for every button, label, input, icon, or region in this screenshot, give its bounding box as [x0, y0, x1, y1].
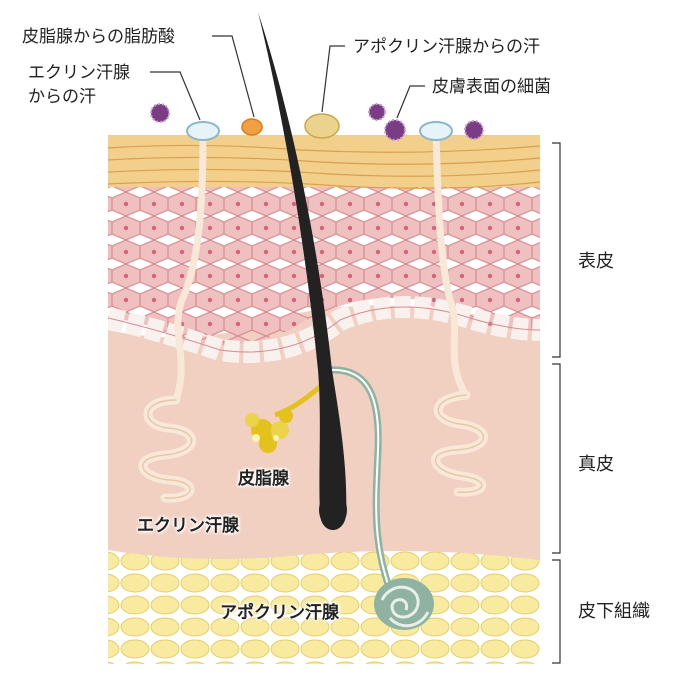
- apocrine-gland-label: アポクリン汗腺: [220, 603, 339, 623]
- apocrine-duct-inner: [329, 368, 391, 591]
- sebaceous-gland-label: 皮脂腺: [238, 469, 289, 489]
- layer-brackets: [552, 142, 561, 664]
- sebaceous-gland: [245, 383, 324, 453]
- eccrine-duct-left: [172, 135, 207, 404]
- subcutis-label: 皮下組織: [578, 601, 650, 622]
- hair-shaft: [258, 12, 347, 530]
- sebum-fatty-acid-label: 皮脂腺からの脂肪酸: [22, 27, 175, 47]
- apocrine-sweat-drop: [304, 113, 340, 139]
- dermis-label: 真皮: [578, 454, 614, 475]
- eccrine-sweat-label-line1: エクリン汗腺: [28, 63, 130, 83]
- bacteria-group: [150, 103, 484, 141]
- eccrine-coil-right: [431, 390, 488, 497]
- subcutis-layer: [108, 540, 540, 664]
- epidermis-label: 表皮: [578, 251, 614, 272]
- eccrine-coil-left: [138, 395, 197, 503]
- epidermis-layer: [108, 185, 540, 345]
- eccrine-gland-label: エクリン汗腺: [137, 516, 239, 536]
- eccrine-sweat-drop-left: [186, 121, 220, 141]
- apocrine-sweat-label: アポクリン汗腺からの汗: [353, 37, 540, 57]
- surface-scales: [108, 144, 540, 189]
- surface-layer: [108, 135, 540, 187]
- bacterium: [384, 119, 406, 141]
- bacterium: [150, 103, 170, 123]
- bacterium: [368, 103, 386, 121]
- fatty-acid-drop: [241, 118, 263, 136]
- eccrine-sweat-drop-right: [419, 121, 453, 141]
- bacterium: [464, 120, 484, 140]
- eccrine-duct-right: [432, 135, 470, 399]
- basal-cell-outline: [108, 306, 540, 353]
- leader-lines: [150, 35, 425, 121]
- eccrine-sweat-label-line2: からの汗: [28, 87, 96, 107]
- skin-bacteria-label: 皮膚表面の細菌: [432, 77, 551, 97]
- apocrine-coil: [374, 578, 434, 630]
- hair-bulb: [319, 492, 347, 528]
